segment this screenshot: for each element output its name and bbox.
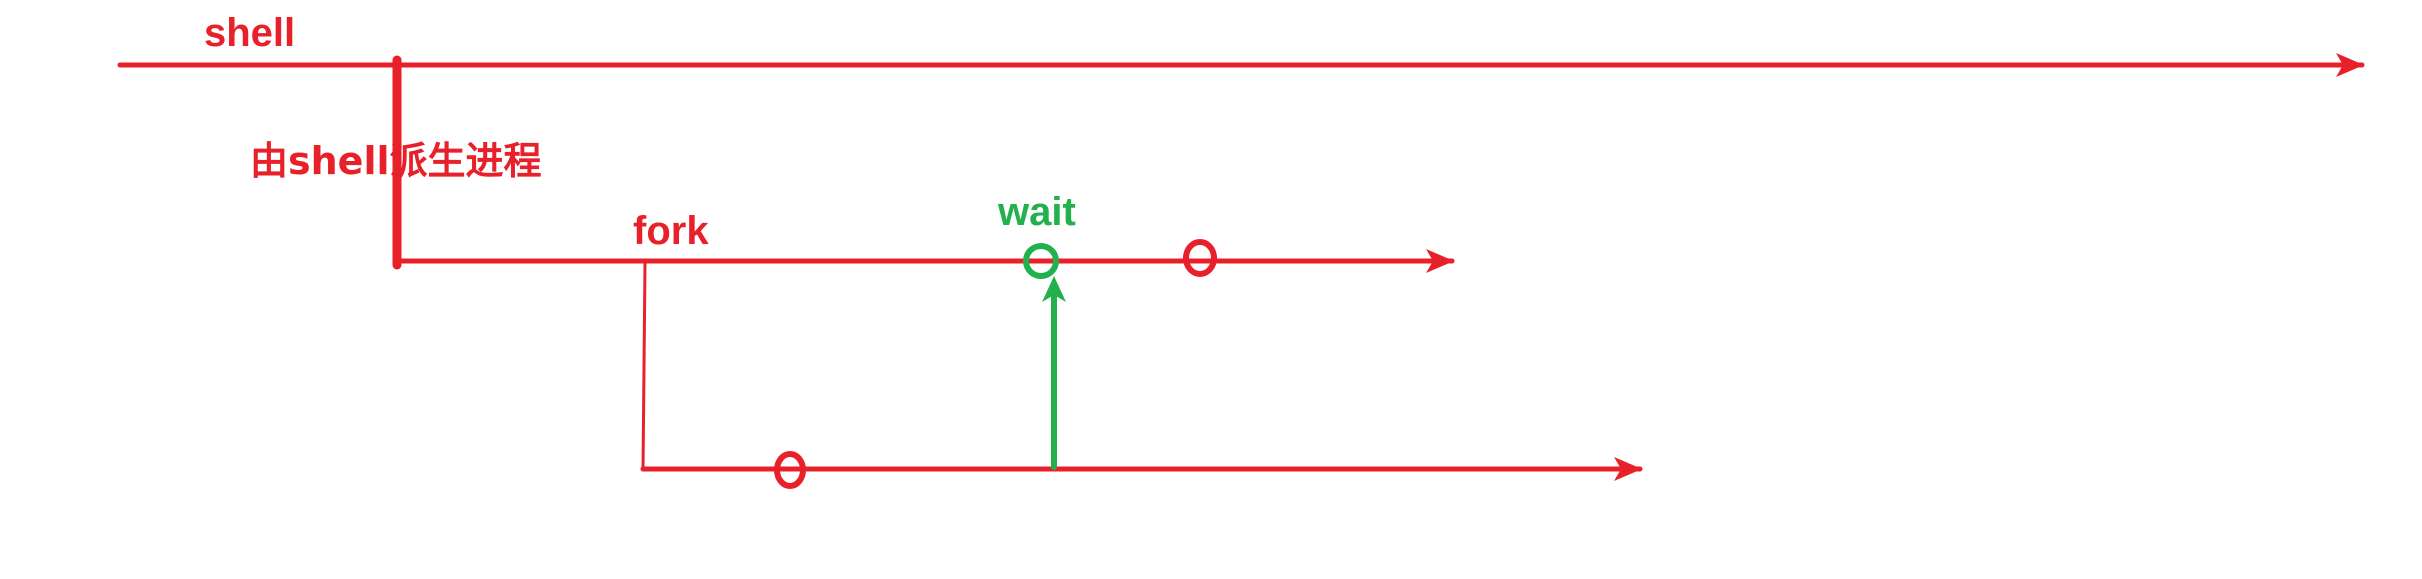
wait-label: wait — [997, 190, 1076, 234]
child-end-marker — [774, 451, 806, 489]
wait-point-marker — [1023, 243, 1059, 279]
fork-connector — [641, 262, 647, 472]
parent-end-marker — [1183, 239, 1217, 277]
fork-label: fork — [633, 209, 709, 253]
derived-process-label: 由shell派生进程 — [250, 139, 542, 183]
wait-arrowhead — [1042, 276, 1066, 302]
shell-label: shell — [204, 11, 295, 55]
